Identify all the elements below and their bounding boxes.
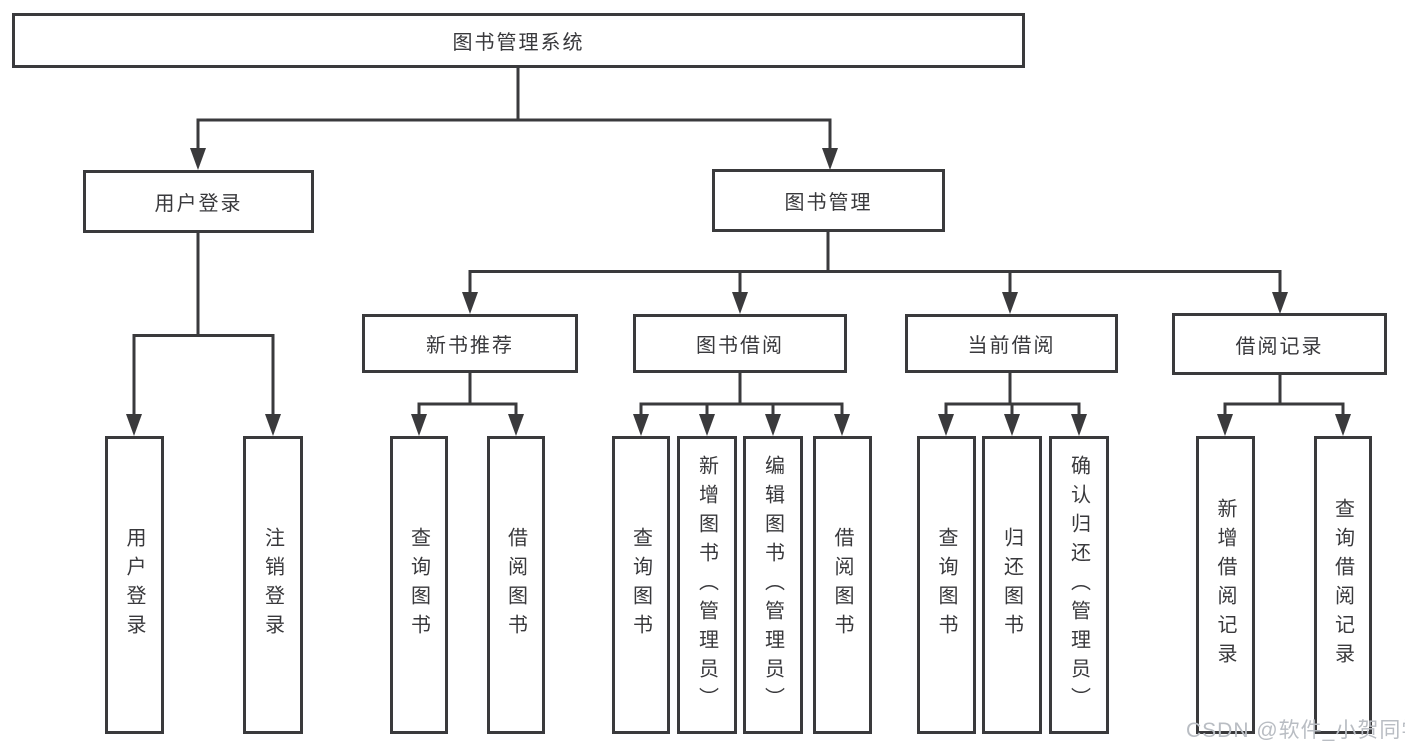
- node-leaf-confirm-return-admin: 确认归还（管理员）: [1049, 436, 1109, 734]
- node-label: 注销登录: [261, 527, 284, 643]
- connector-borrow-records-to-leaves: [1217, 375, 1351, 436]
- connector-line: [639, 373, 844, 418]
- arrow-down-icon: [1004, 414, 1020, 436]
- arrow-down-icon: [822, 148, 838, 170]
- node-book-borrow: 图书借阅: [633, 314, 847, 373]
- node-label: 用户登录: [123, 527, 145, 643]
- node-borrow-records: 借阅记录: [1172, 313, 1387, 375]
- node-book-management: 图书管理: [712, 169, 945, 232]
- connector-book-borrow-to-leaves: [633, 373, 850, 436]
- connector-line: [468, 232, 1282, 296]
- arrow-down-icon: [765, 414, 781, 436]
- arrow-down-icon: [1335, 414, 1351, 436]
- node-label: 用户登录: [154, 193, 243, 215]
- arrow-down-icon: [699, 414, 715, 436]
- arrow-down-icon: [126, 414, 142, 436]
- connector-line: [417, 373, 518, 418]
- node-leaf-edit-books-admin: 编辑图书（管理员）: [743, 436, 803, 734]
- connector-line: [132, 233, 275, 418]
- node-label: 新增图书（管理员）: [695, 454, 718, 716]
- node-leaf-borrow-books-2: 借阅图书: [813, 436, 872, 734]
- arrow-down-icon: [265, 414, 281, 436]
- node-label: 新书推荐: [426, 335, 514, 357]
- node-new-book-recommend: 新书推荐: [362, 314, 578, 373]
- node-label: 当前借阅: [967, 335, 1056, 357]
- arrow-down-icon: [938, 414, 954, 436]
- node-label: 归还图书: [1000, 527, 1023, 643]
- node-label: 图书借阅: [696, 335, 784, 357]
- arrow-down-icon: [1071, 414, 1087, 436]
- node-label: 图书管理系统: [452, 32, 585, 54]
- connector-current-borrow-to-leaves: [938, 373, 1087, 436]
- connector-line: [196, 68, 832, 152]
- connector-line: [1223, 375, 1345, 418]
- arrow-down-icon: [190, 148, 206, 170]
- node-label: 新增借阅记录: [1214, 498, 1236, 672]
- arrow-down-icon: [834, 414, 850, 436]
- connector-root-to-level2: [190, 68, 838, 170]
- watermark: CSDN @软件_小贺同学: [1186, 719, 1405, 742]
- node-label: 查询图书: [935, 527, 957, 643]
- arrow-down-icon: [411, 414, 427, 436]
- arrow-down-icon: [633, 414, 649, 436]
- node-current-borrow: 当前借阅: [905, 314, 1118, 373]
- arrow-down-icon: [508, 414, 524, 436]
- arrow-down-icon: [462, 292, 478, 314]
- node-root-system: 图书管理系统: [12, 13, 1025, 68]
- node-label: 图书管理: [784, 192, 873, 214]
- node-label: 编辑图书（管理员）: [761, 454, 784, 716]
- node-leaf-query-books-3: 查询图书: [917, 436, 976, 734]
- node-leaf-borrow-books-1: 借阅图书: [487, 436, 545, 734]
- arrow-down-icon: [732, 292, 748, 314]
- node-leaf-query-books-1: 查询图书: [390, 436, 448, 734]
- node-label: 借阅记录: [1235, 335, 1324, 358]
- node-leaf-query-books-2: 查询图书: [612, 436, 670, 734]
- connector-line: [944, 373, 1081, 418]
- arrow-down-icon: [1272, 292, 1288, 314]
- node-label: 查询借阅记录: [1331, 498, 1354, 672]
- arrow-down-icon: [1002, 292, 1018, 314]
- connector-new-book-recommend-to-leaves: [411, 373, 524, 436]
- node-label: 查询图书: [407, 527, 430, 643]
- arrow-down-icon: [1217, 414, 1233, 436]
- node-leaf-return-books: 归还图书: [982, 436, 1042, 734]
- node-leaf-query-borrow-record: 查询借阅记录: [1314, 436, 1372, 734]
- node-user-login: 用户登录: [83, 170, 314, 233]
- node-label: 借阅图书: [831, 527, 853, 643]
- node-leaf-add-borrow-record: 新增借阅记录: [1196, 436, 1255, 734]
- node-leaf-add-books-admin: 新增图书（管理员）: [677, 436, 737, 734]
- connector-user-login-to-leaves: [126, 233, 281, 436]
- node-label: 确认归还（管理员）: [1067, 454, 1090, 716]
- node-leaf-logout: 注销登录: [243, 436, 303, 734]
- node-label: 借阅图书: [504, 527, 527, 643]
- node-label: 查询图书: [629, 527, 652, 643]
- node-leaf-user-login: 用户登录: [105, 436, 164, 734]
- connector-book-management-to-level3: [462, 232, 1288, 314]
